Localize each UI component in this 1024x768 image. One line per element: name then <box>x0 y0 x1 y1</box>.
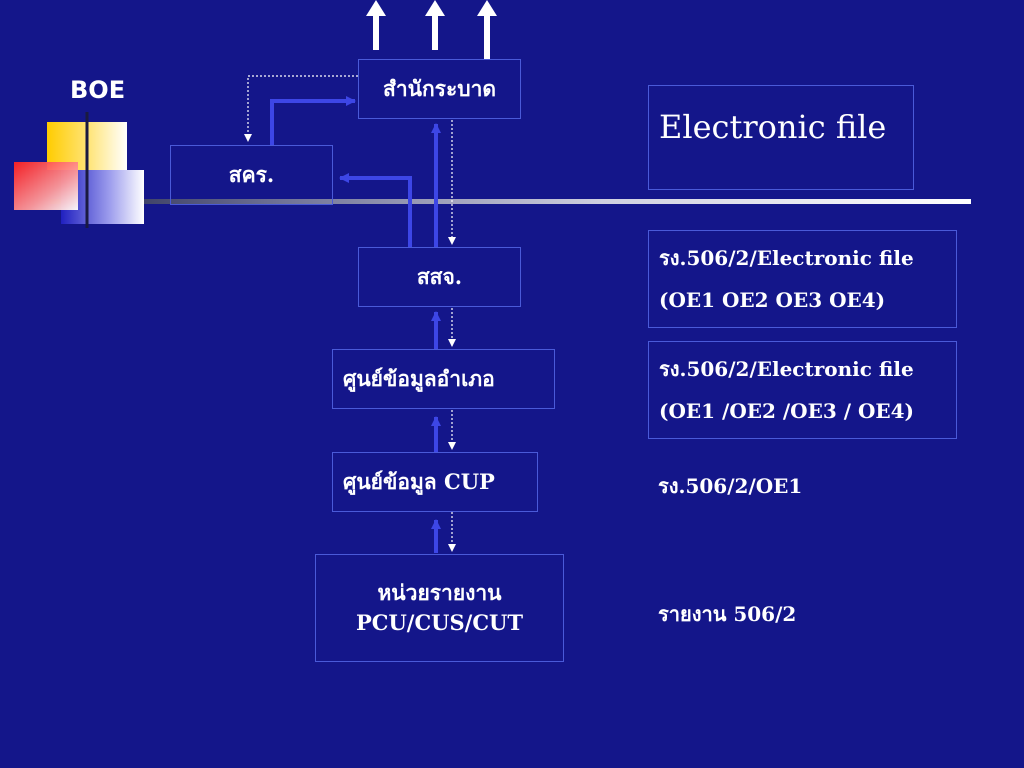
feedback-connectors <box>244 75 456 552</box>
node-unit-label-line2: PCU/CUS/CUT <box>355 610 523 635</box>
district-note-line2: (OE1 /OE2 /OE3 / OE4) <box>659 399 915 423</box>
upward-arrows <box>366 0 497 60</box>
node-skr: สคร. <box>170 145 333 205</box>
electronic-file-box: Electronic file <box>648 85 914 190</box>
unit-format-note: รายงาน 506/2 <box>658 602 797 626</box>
node-district-label: ศูนย์ข้อมูลอำเภอ <box>343 365 495 391</box>
node-bureau-label: สำนักระบาด <box>383 75 496 101</box>
district-format-note: รง.506/2/Electronic file (OE1 /OE2 /OE3 … <box>648 341 957 439</box>
district-note-line1: รง.506/2/Electronic file <box>659 357 914 381</box>
upward-connectors <box>270 96 441 553</box>
ssj-format-note: รง.506/2/Electronic file (OE1 OE2 OE3 OE… <box>648 230 957 328</box>
electronic-file-label: Electronic file <box>659 108 887 146</box>
node-ssj-label: สสจ. <box>416 263 463 289</box>
node-unit-label-line1: หน่วยรายงาน <box>377 579 502 605</box>
ssj-note-line2: (OE1 OE2 OE3 OE4) <box>659 288 886 312</box>
node-cup-label: ศูนย์ข้อมูล CUP <box>343 468 495 494</box>
node-district-data-center: ศูนย์ข้อมูลอำเภอ <box>332 349 555 409</box>
boe-logo-graphic <box>14 112 144 228</box>
boe-logo-label: BOE <box>70 76 126 104</box>
node-bureau-of-epidemiology: สำนักระบาด <box>358 59 521 119</box>
node-ssj: สสจ. <box>358 247 521 307</box>
node-cup-data-center: ศูนย์ข้อมูล CUP <box>332 452 538 512</box>
node-skr-label: สคร. <box>228 161 275 187</box>
node-reporting-unit: หน่วยรายงาน PCU/CUS/CUT <box>315 554 564 662</box>
cup-format-note: รง.506/2/OE1 <box>658 474 803 498</box>
horizontal-rule <box>50 199 971 204</box>
ssj-note-line1: รง.506/2/Electronic file <box>659 246 914 270</box>
